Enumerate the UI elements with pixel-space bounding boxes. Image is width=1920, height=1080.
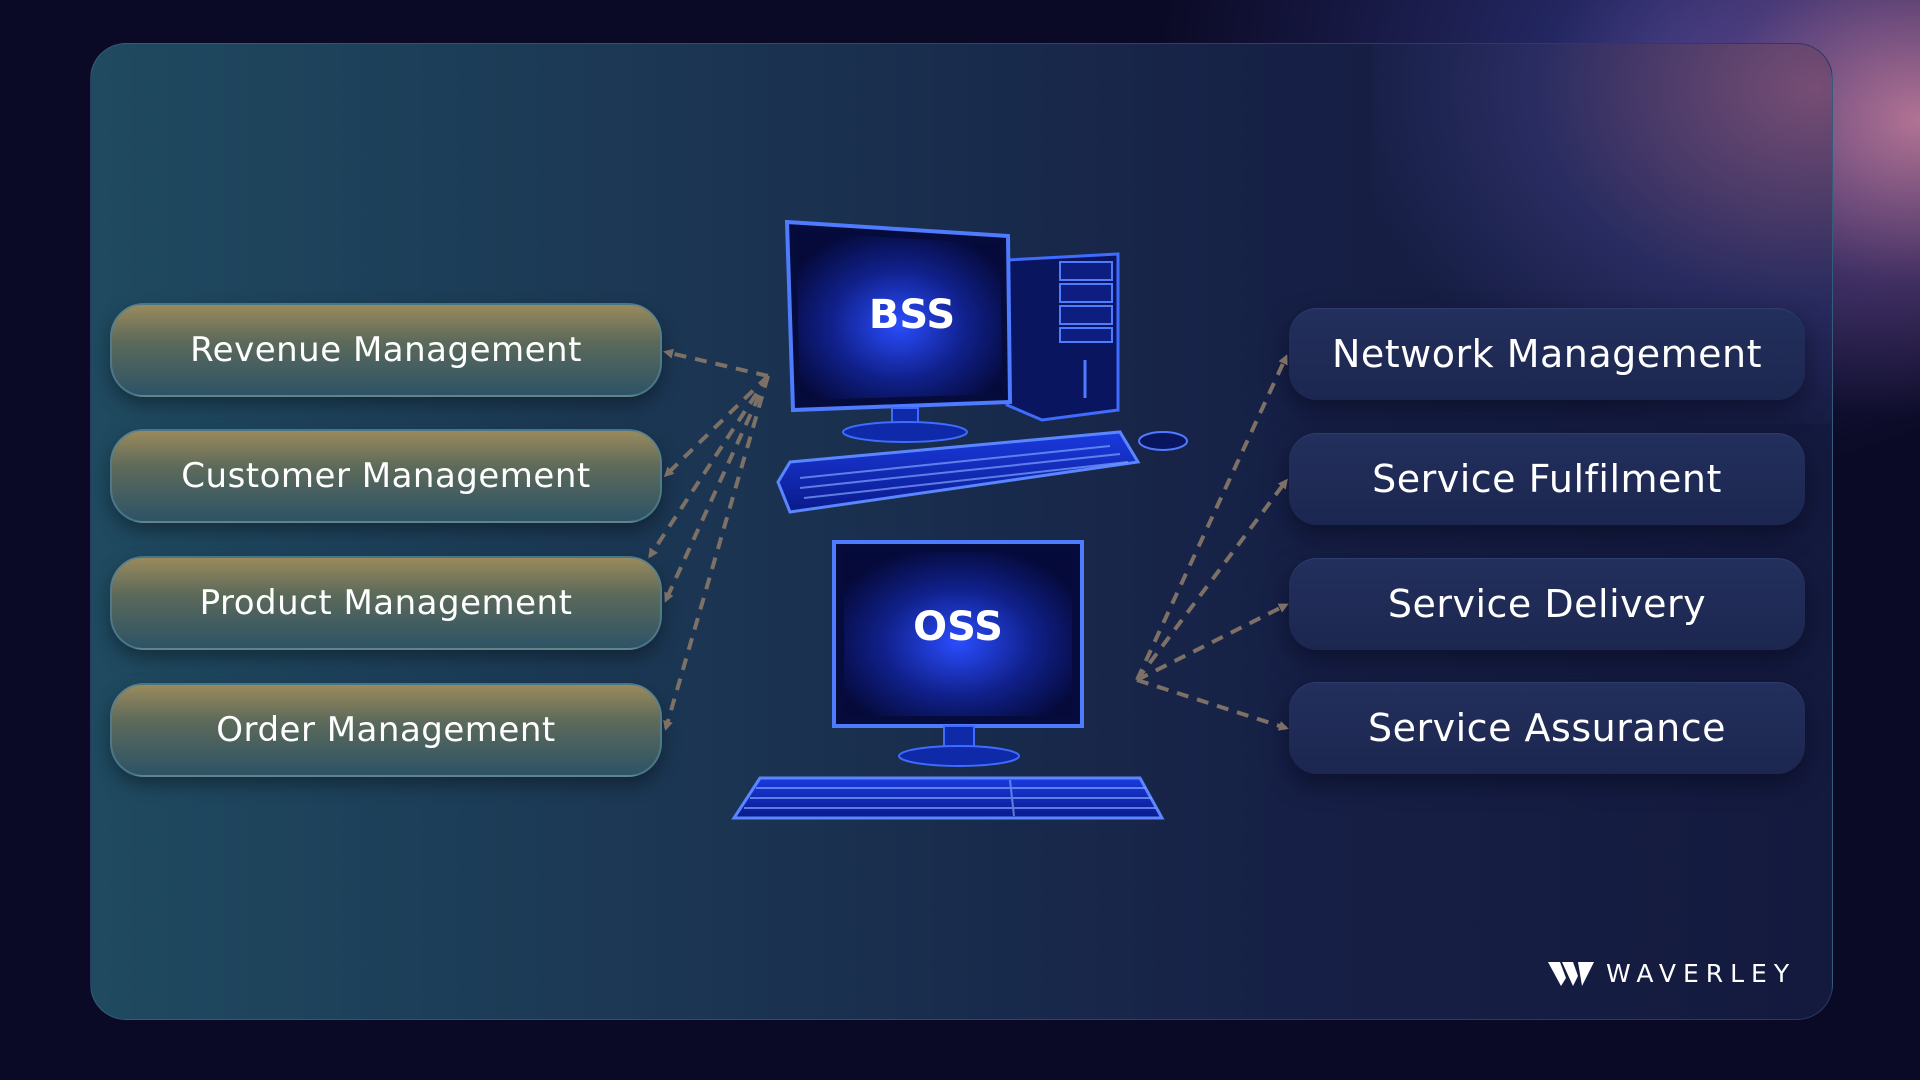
box-label: Service Fulfilment <box>1372 457 1722 501</box>
oss-computer-icon: OSS <box>731 540 1165 820</box>
arrow-to-revenue-management <box>663 348 769 378</box>
brand-name: WAVERLEY <box>1606 958 1797 988</box>
arrow-to-service-assurance <box>1136 678 1289 731</box>
arrow-to-service-fulfilment <box>1135 478 1288 682</box>
oss-connectors <box>1135 354 1289 731</box>
arrow-to-product-management-a <box>648 374 770 559</box>
box-product-management: Product Management <box>110 556 662 650</box>
arrow-to-service-delivery <box>1136 603 1289 682</box>
box-label: Revenue Management <box>190 330 582 370</box>
box-label: Network Management <box>1331 332 1763 376</box>
box-service-assurance: Service Assurance <box>1289 682 1805 774</box>
arrow-to-customer-management <box>663 374 770 478</box>
arrow-to-network-management <box>1135 354 1288 681</box>
bss-label: BSS <box>869 292 955 338</box>
bss-connectors <box>648 348 770 731</box>
box-service-fulfilment: Service Fulfilment <box>1289 433 1805 525</box>
box-customer-management: Customer Management <box>110 429 662 523</box>
box-revenue-management: Revenue Management <box>110 303 662 397</box>
box-label: Service Assurance <box>1368 706 1726 750</box>
oss-label: OSS <box>913 604 1003 650</box>
box-label: Order Management <box>216 710 556 750</box>
box-label: Customer Management <box>181 456 591 496</box>
box-label: Service Delivery <box>1387 582 1707 626</box>
box-label: Product Management <box>199 583 573 623</box>
arrow-to-product-management-b <box>664 375 770 603</box>
box-service-delivery: Service Delivery <box>1289 558 1805 650</box>
box-order-management: Order Management <box>110 683 662 777</box>
bss-computer-icon: BSS <box>776 219 1188 514</box>
brand-logo: WAVERLEY <box>1548 955 1796 991</box>
box-network-management: Network Management <box>1289 308 1805 400</box>
waverley-w-logo-icon <box>1548 962 1594 986</box>
arrow-to-order-management <box>663 375 770 731</box>
